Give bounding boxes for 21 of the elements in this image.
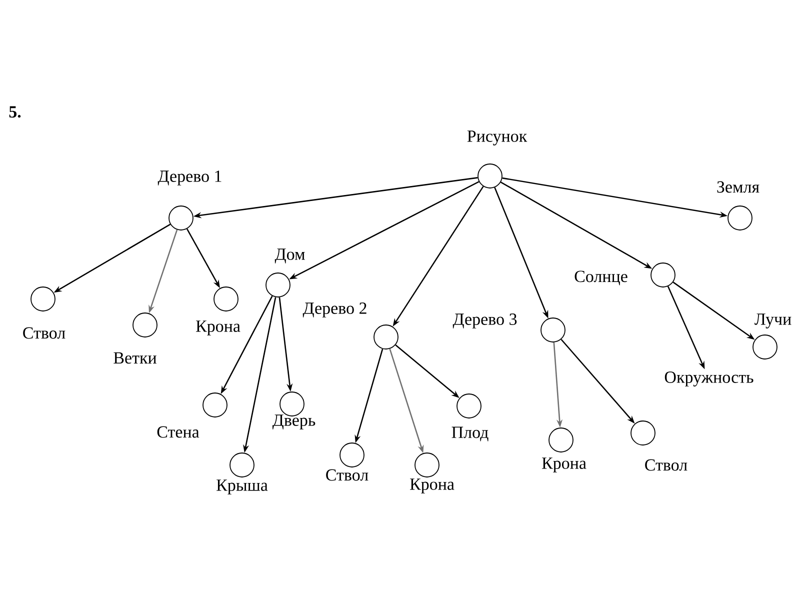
node-label: Лучи xyxy=(754,314,792,328)
node-label: Ствол xyxy=(326,469,368,481)
node-label: Дерево 3 xyxy=(452,314,517,328)
node-label: Крона xyxy=(410,478,454,494)
node-label: Крона xyxy=(196,320,240,336)
node-label: Дверь xyxy=(272,414,316,430)
node-label: Плод xyxy=(452,426,488,442)
node-label: Крыша xyxy=(216,480,268,494)
node-label: Стена xyxy=(157,426,200,438)
node-label: Ветки xyxy=(114,352,156,364)
node-label: Ствол xyxy=(645,459,688,471)
node-label: Дерево 1 xyxy=(158,170,222,186)
item-number: 5. xyxy=(9,106,21,118)
node-label: Рисунок xyxy=(467,130,528,146)
node-label: Ствол xyxy=(23,327,66,339)
node-label: Солнце xyxy=(574,270,628,286)
node-label: Земля xyxy=(717,181,760,193)
node-label: Дом xyxy=(274,248,305,264)
node-label: Окружность xyxy=(664,372,754,386)
node-label: Крона xyxy=(542,458,586,472)
node-label: Дерево 2 xyxy=(302,302,366,318)
